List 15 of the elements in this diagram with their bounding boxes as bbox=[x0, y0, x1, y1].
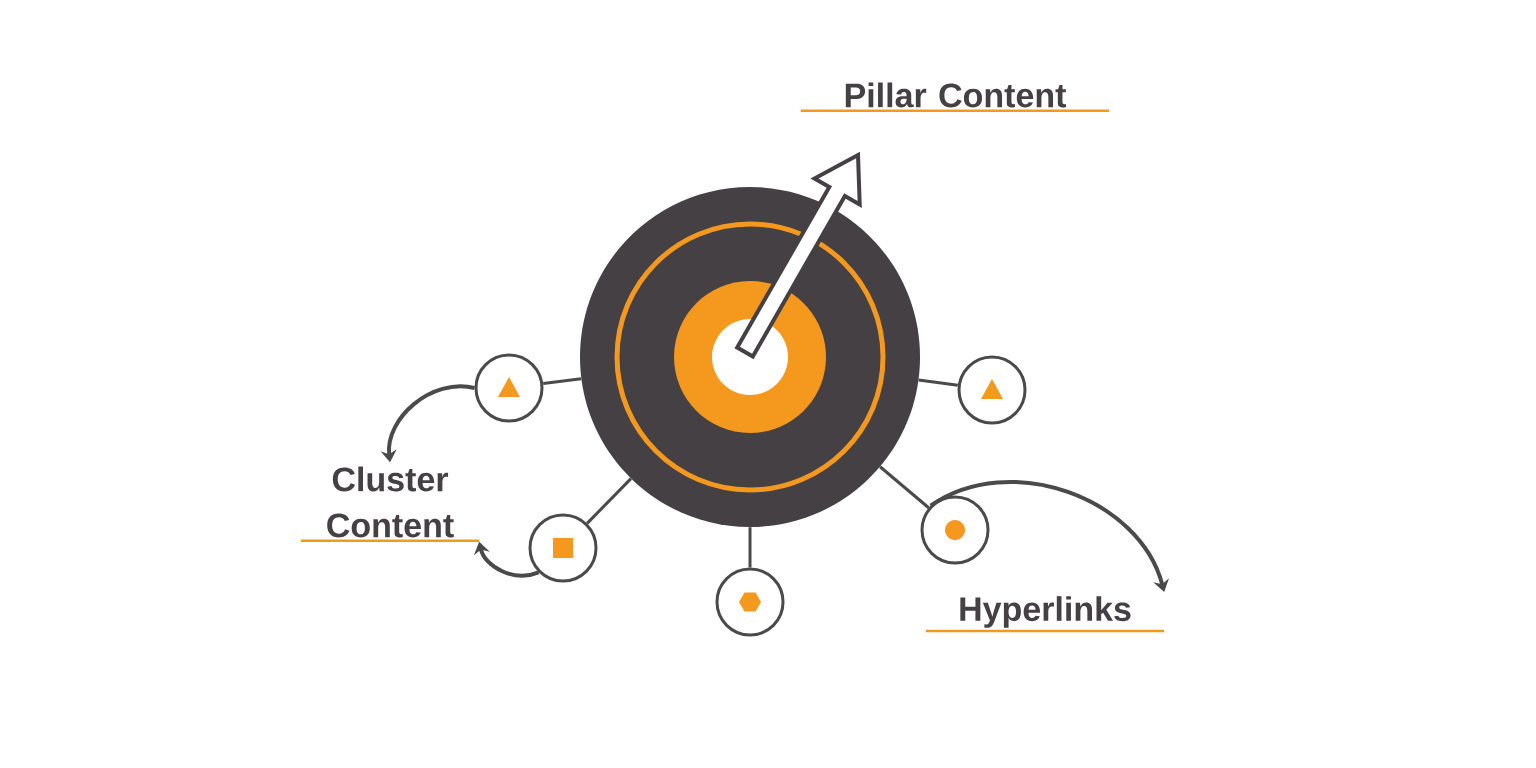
connector-line bbox=[586, 477, 633, 525]
icon-circle bbox=[528, 513, 598, 583]
connector-line bbox=[879, 465, 930, 509]
target-drawing bbox=[580, 187, 920, 527]
curved-arrow bbox=[929, 480, 1170, 592]
icon-circle bbox=[715, 567, 785, 637]
heading-label: Pillar Content bbox=[800, 82, 1110, 112]
connector-line bbox=[748, 527, 752, 568]
icon-circle bbox=[474, 353, 544, 423]
icon-circle bbox=[957, 355, 1027, 425]
connector-line bbox=[918, 378, 959, 387]
icon-circle bbox=[920, 495, 990, 565]
heading-label: Hyperlinks bbox=[925, 596, 1165, 633]
connector-line bbox=[543, 377, 582, 386]
heading-label: Cluster Content bbox=[300, 466, 480, 542]
